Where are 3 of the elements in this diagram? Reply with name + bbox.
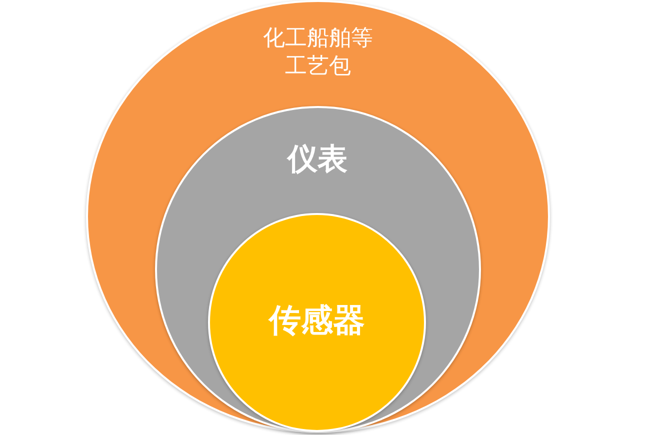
circle-label: 仪表 (286, 142, 348, 178)
circle-label: 传感器 (267, 301, 366, 339)
circle-label: 化工船舶等工艺包 (262, 25, 374, 81)
